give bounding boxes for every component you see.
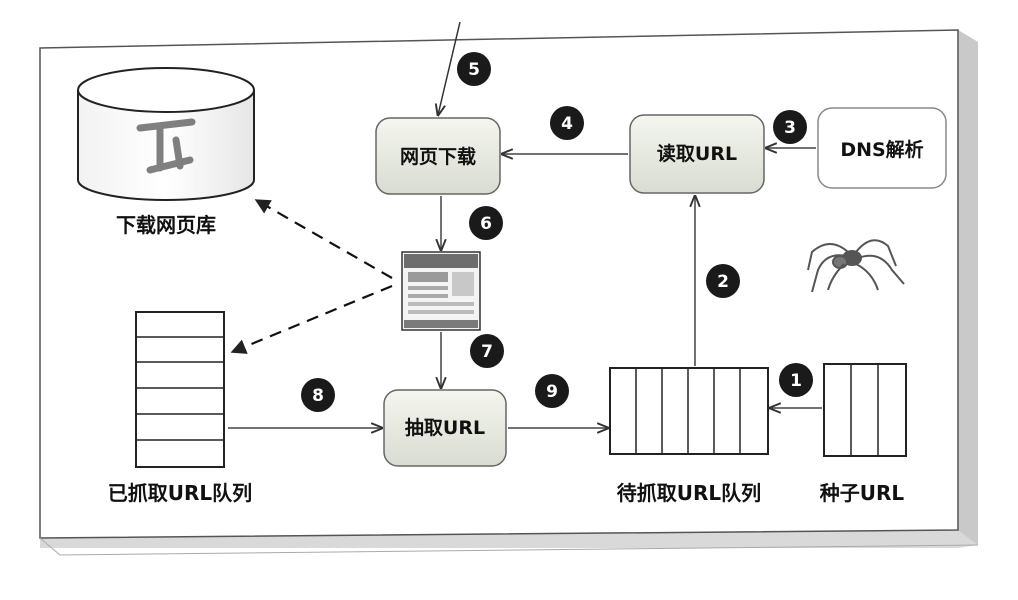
download-page-box: [375, 117, 501, 195]
spider-icon: [807, 239, 905, 293]
extract-url-box: [383, 389, 507, 467]
step-3: 3: [773, 110, 807, 144]
step-9: 9: [535, 374, 569, 408]
step-4: 4: [550, 106, 584, 140]
frame-edge: [59, 544, 979, 556]
step-2-label: 2: [717, 272, 729, 292]
read-url-box: [629, 114, 765, 194]
step-6: 6: [469, 206, 503, 240]
step-2: 2: [706, 264, 740, 298]
crawled-queue-label: 已抓取URL队列: [108, 481, 252, 505]
frame-side: [958, 30, 978, 545]
todo-queue-label: 待抓取URL队列: [617, 481, 761, 505]
page-db-label: 下载网页库: [116, 213, 216, 237]
arrow-5-input: [438, 21, 461, 115]
todo-queue-stack: [609, 367, 769, 455]
dns-box: [817, 107, 947, 189]
database-cylinder-icon: [77, 67, 255, 201]
step-7: 7: [470, 334, 504, 368]
download-page-label: 网页下载: [400, 145, 476, 168]
dashed-arrow-to-page-db: [254, 199, 393, 279]
seed-url-label: 种子URL: [819, 481, 905, 505]
step-4-label: 4: [561, 114, 573, 134]
step-7-label: 7: [481, 342, 493, 362]
dns-label: DNS解析: [840, 138, 923, 161]
step-markers: 1 2 3 4 5 6 7 8 9: [301, 52, 813, 412]
connectors: [228, 21, 822, 428]
step-9-label: 9: [546, 382, 558, 402]
read-url-label: 读取URL: [657, 142, 737, 165]
step-8: 8: [301, 378, 335, 412]
seed-url-stack: [823, 363, 907, 457]
step-1-label: 1: [790, 371, 802, 391]
dashed-arrow-to-crawled-queue: [230, 284, 393, 354]
step-5: 5: [457, 52, 491, 86]
step-8-label: 8: [312, 386, 324, 406]
step-3-label: 3: [784, 118, 796, 138]
step-6-label: 6: [480, 214, 492, 234]
extract-url-label: 抽取URL: [405, 416, 485, 439]
crawled-queue-stack: [135, 311, 225, 468]
step-1: 1: [779, 363, 813, 397]
step-5-label: 5: [468, 60, 480, 80]
webpage-thumbnail-icon: [401, 251, 481, 331]
frame-edge: [39, 537, 61, 556]
